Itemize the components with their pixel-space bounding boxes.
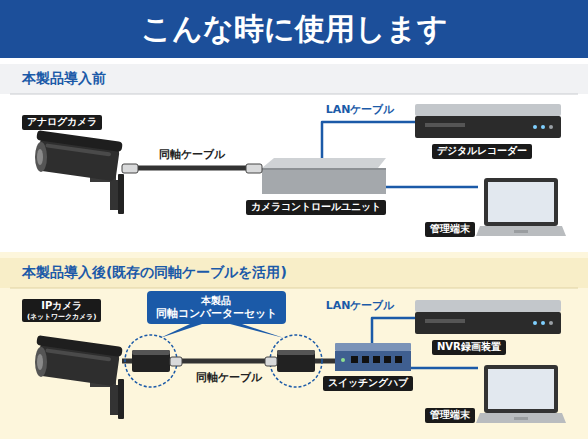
label-text: 管理端末 (430, 223, 470, 236)
label-text: IPカメラ (27, 300, 96, 313)
device-box: カメラコントロールユニット (262, 158, 386, 196)
device-box: アナログカメラ (30, 128, 122, 216)
control-unit (262, 158, 386, 194)
device-label: NVR録画装置 (432, 340, 506, 355)
ip-camera (32, 335, 124, 419)
section-stripe (0, 64, 588, 94)
device-box: デジタルレコーダー (415, 104, 561, 140)
device-label: デジタルレコーダー (432, 144, 532, 159)
lan-cable (322, 122, 415, 158)
callout-box: 本製品同軸コンバーターセット (147, 291, 286, 324)
lan-cable (372, 318, 415, 343)
edge-label: LANケーブル (324, 102, 397, 117)
page-title: こんな時に使用します (0, 0, 588, 58)
coax-cable (122, 166, 262, 171)
device-label: カメラコントロールユニット (246, 200, 386, 215)
device-box: スイッチングハブ (335, 343, 411, 371)
edge-label: LANケーブル (324, 298, 397, 313)
device-box: 管理端末 (478, 365, 566, 425)
callout-text: 本製品 (156, 294, 277, 307)
after-band (0, 252, 588, 439)
label-text: デジタルレコーダー (437, 145, 527, 158)
device-box: IPカメラ(ネットワークカメラ) (30, 333, 122, 421)
label-text: 管理端末 (430, 409, 470, 422)
callout-text: 同軸コンバーターセット (156, 307, 277, 321)
edge-label: 同軸ケーブル (194, 370, 264, 385)
device-box: NVR録画装置 (415, 300, 561, 336)
section-heading: 本製品導入後(既存の同軸ケーブルを活用) (22, 264, 287, 282)
device-box: 管理端末 (478, 178, 566, 236)
header-band (0, 0, 588, 58)
coax-plug (122, 164, 262, 173)
lan-cable (386, 186, 478, 189)
laptop (476, 365, 566, 423)
laptop (476, 178, 566, 236)
nvr-recorder (415, 300, 561, 334)
label-text: スイッチングハブ (328, 377, 408, 390)
label-text: NVR録画装置 (437, 341, 501, 354)
device-label: 管理端末 (425, 408, 475, 423)
converter (265, 335, 322, 387)
label-text: アナログカメラ (27, 116, 97, 129)
label-text: (ネットワークカメラ) (27, 313, 96, 321)
divider (10, 288, 578, 289)
section-stripe (0, 258, 588, 288)
switching-hub (335, 343, 411, 371)
edge-label: 同軸ケーブル (157, 147, 227, 162)
lan-cable (411, 367, 478, 370)
device-label: スイッチングハブ (323, 376, 413, 391)
device-label: アナログカメラ (22, 115, 102, 130)
device-label: 管理端末 (425, 222, 475, 237)
section-heading: 本製品導入前 (22, 70, 106, 88)
converter (125, 335, 182, 387)
divider (10, 94, 578, 95)
label-text: カメラコントロールユニット (251, 201, 381, 214)
analog-camera (32, 130, 124, 214)
callout-pointer (160, 324, 284, 338)
device-label: IPカメラ(ネットワークカメラ) (22, 299, 101, 322)
digital-recorder (415, 104, 561, 138)
